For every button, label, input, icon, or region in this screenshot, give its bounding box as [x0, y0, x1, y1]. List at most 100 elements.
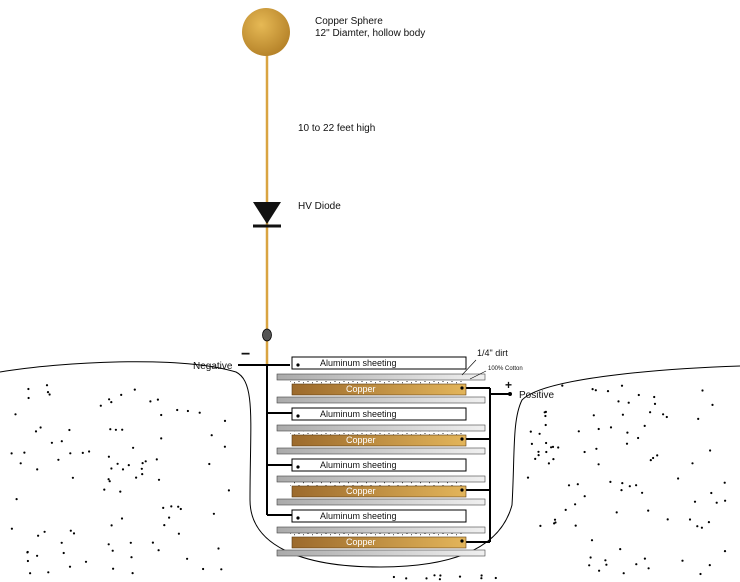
soil-dot: [591, 388, 594, 391]
separator-bar: [276, 373, 486, 381]
soil-dot: [594, 389, 597, 392]
soil-dot: [621, 413, 625, 416]
soil-dot: [68, 428, 71, 432]
soil-dot: [547, 462, 551, 465]
soil-dot: [160, 437, 163, 440]
positive-bus: [462, 387, 510, 543]
soil-dot: [177, 532, 180, 535]
soil-dot: [60, 440, 63, 443]
soil-dot: [628, 485, 631, 488]
separator-bar: [276, 526, 486, 534]
aluminum-label: Aluminum sheeting: [320, 511, 397, 521]
soil-dot: [141, 473, 144, 476]
soil-dot: [583, 495, 586, 498]
soil-dot: [574, 524, 577, 527]
soil-dot: [208, 462, 211, 466]
soil-dot: [662, 413, 665, 416]
soil-dot: [220, 568, 223, 571]
height-label: 10 to 22 feet high: [298, 123, 375, 134]
soil-dot: [110, 467, 113, 470]
soil-dot: [615, 511, 618, 514]
soil-dot: [557, 446, 560, 449]
soil-dot: [537, 450, 540, 453]
soil-dot: [627, 401, 630, 404]
separator-bar: [276, 424, 486, 432]
soil-dot: [543, 411, 546, 414]
cotton-label: 100% Cotton: [488, 366, 523, 372]
soil-dot: [537, 454, 540, 457]
soil-dot: [534, 457, 537, 460]
copper-plate-3: [291, 485, 467, 498]
soil-dot: [677, 477, 680, 480]
soil-dot: [574, 503, 577, 506]
soil-dot: [552, 458, 555, 461]
soil-dot: [553, 518, 557, 521]
soil-dot: [539, 524, 542, 528]
soil-dot: [656, 454, 659, 457]
copper-plate-1: [291, 383, 467, 396]
soil-dot: [653, 402, 657, 405]
soil-dot: [88, 450, 91, 453]
soil-dot: [696, 525, 699, 528]
soil-dot: [637, 393, 640, 397]
soil-dot: [27, 396, 30, 400]
soil-dot: [111, 549, 114, 552]
soil-dot: [26, 559, 29, 563]
soil-dot: [652, 456, 655, 460]
soil-dot: [109, 428, 112, 431]
soil-dot: [62, 551, 65, 555]
soil-dot: [665, 415, 668, 419]
aluminum-terminal: [296, 465, 300, 469]
copper-label: Copper: [346, 384, 376, 394]
soil-dot: [23, 451, 26, 454]
soil-dot: [635, 563, 638, 566]
copper-label: Copper: [346, 435, 376, 445]
soil-dot: [151, 541, 154, 544]
cotton-leader: [469, 370, 487, 380]
copper-terminal: [460, 386, 464, 390]
soil-dot: [697, 417, 700, 420]
soil-dot: [50, 441, 54, 444]
soil-dot: [37, 534, 40, 537]
soil-dot: [693, 500, 697, 503]
soil-dot: [439, 574, 442, 577]
soil-dot: [635, 484, 638, 487]
soil-dot: [681, 559, 684, 562]
soil-dot: [609, 426, 613, 429]
soil-dot: [589, 556, 592, 559]
soil-dot: [141, 462, 144, 465]
dirt-leader: [461, 359, 477, 376]
soil-dot: [538, 432, 541, 435]
soil-dot: [622, 572, 625, 575]
soil-dot: [155, 458, 158, 461]
positive-label: Positive: [519, 390, 554, 401]
soil-dot: [45, 384, 49, 387]
soil-dot: [114, 428, 117, 431]
aluminum-label: Aluminum sheeting: [320, 409, 397, 419]
soil-dot: [202, 567, 205, 571]
copper-terminal: [460, 539, 464, 543]
separator-bar-lower: [276, 549, 486, 557]
soil-dot: [135, 476, 138, 479]
soil-dot: [81, 451, 84, 454]
soil-dot: [120, 393, 123, 396]
soil-dot: [163, 524, 166, 527]
soil-dot: [647, 567, 650, 570]
soil-dot: [156, 398, 159, 401]
soil-dot: [605, 563, 608, 566]
soil-dot: [14, 413, 17, 416]
soil-dot: [647, 509, 650, 512]
soil-dot: [617, 400, 620, 403]
soil-dot: [179, 507, 182, 511]
soil-dot: [39, 426, 42, 429]
aluminum-plate-2: [291, 407, 467, 421]
soil-dot: [84, 560, 88, 563]
soil-dot: [140, 467, 143, 470]
soil-dot: [480, 577, 483, 580]
soil-dot: [619, 548, 622, 551]
soil-dot: [530, 442, 534, 445]
soil-dot: [724, 499, 727, 502]
soil-dot: [99, 404, 102, 407]
soil-dot: [223, 419, 227, 422]
